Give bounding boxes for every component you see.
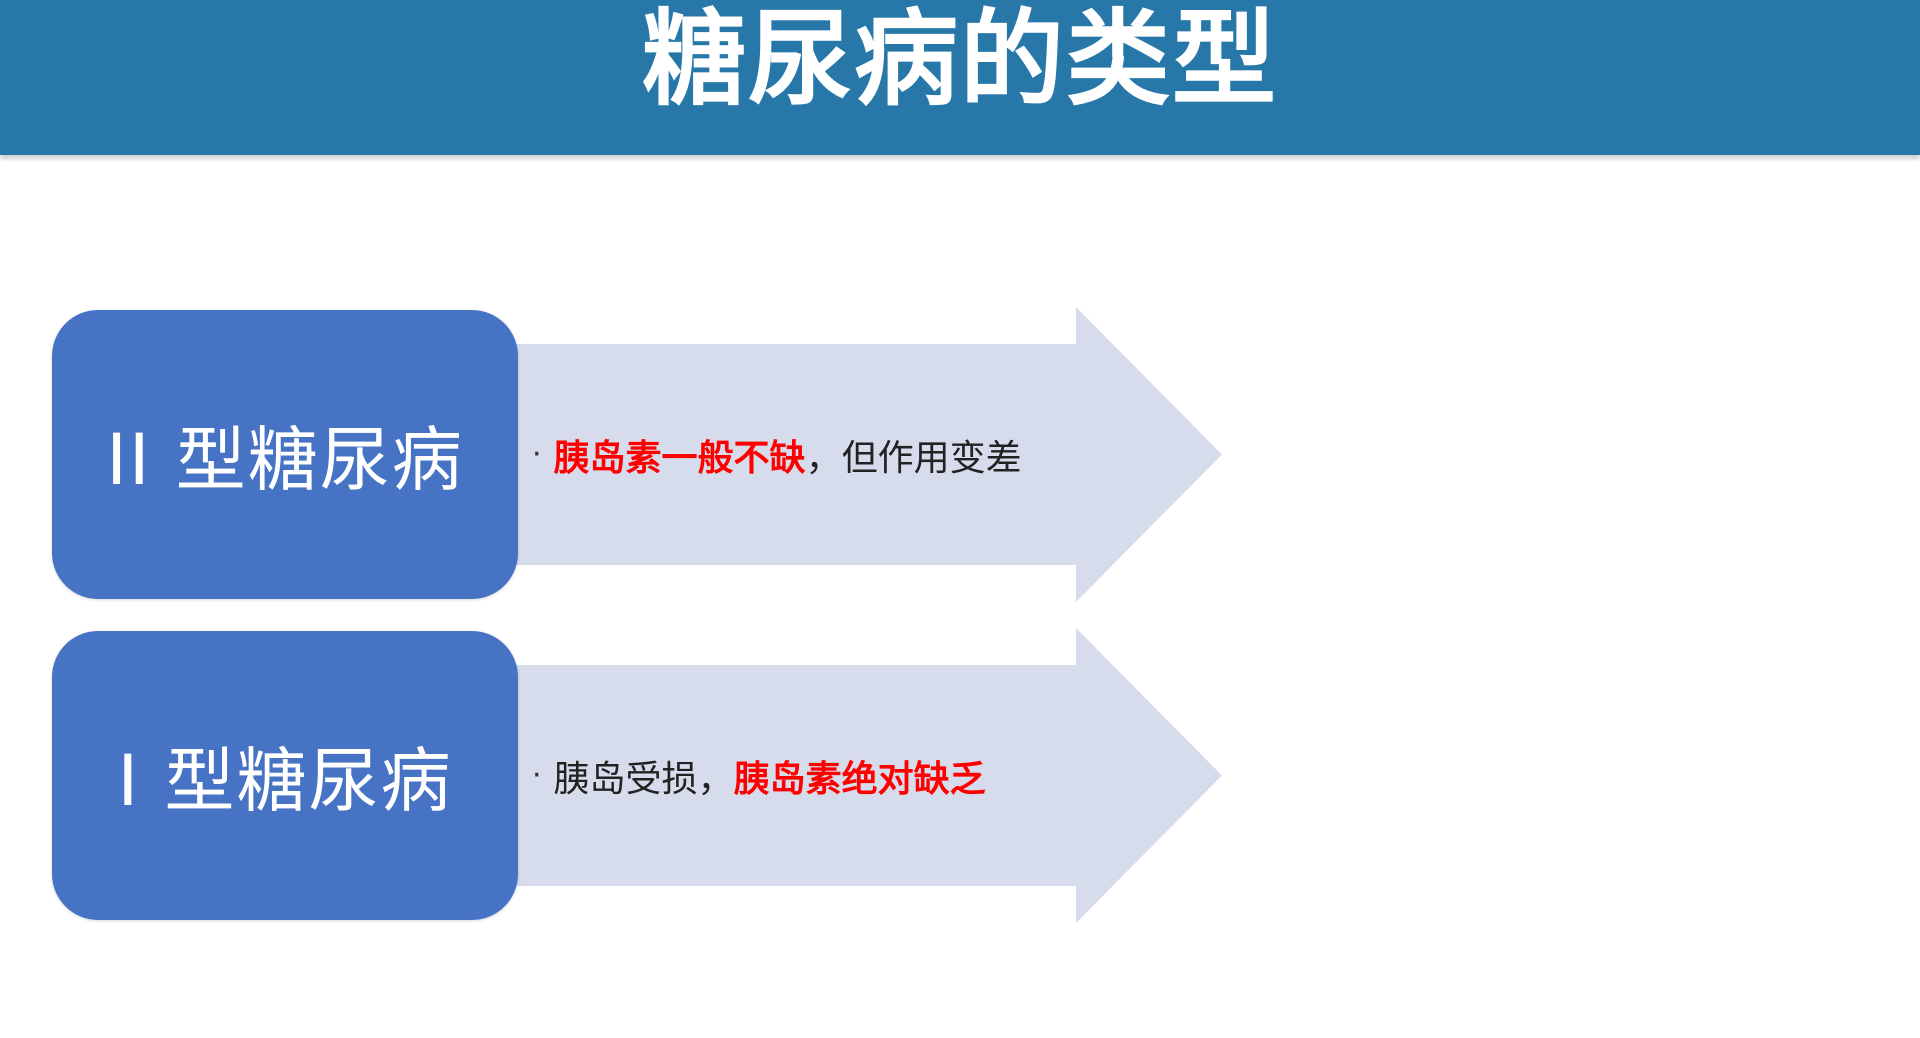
arrow-shape bbox=[500, 628, 1222, 923]
slide-title: 糖尿病的类型 bbox=[641, 0, 1278, 120]
bullet-dot-icon: · bbox=[532, 437, 542, 472]
type-1-label: I 型糖尿病 bbox=[117, 740, 453, 822]
type-1-description: · 胰岛受损， 胰岛素绝对缺乏 bbox=[532, 628, 986, 923]
type-1-box: I 型糖尿病 bbox=[52, 631, 518, 920]
arrow-shape bbox=[500, 307, 1222, 602]
type-1-plain-text: 胰岛受损， bbox=[553, 758, 734, 800]
type-2-label: II 型糖尿病 bbox=[106, 419, 464, 501]
type-2-highlight-text: 胰岛素一般不缺 bbox=[553, 437, 806, 479]
type-2-box: II 型糖尿病 bbox=[52, 310, 518, 599]
type-2-plain-text: ，但作用变差 bbox=[805, 437, 1022, 479]
type-1-row: I 型糖尿病 · 胰岛受损， 胰岛素绝对缺乏 bbox=[0, 628, 1920, 923]
bullet-dot-icon: · bbox=[532, 758, 542, 793]
title-bar bbox=[0, 0, 1920, 155]
type-2-row: II 型糖尿病 · 胰岛素一般不缺 ，但作用变差 bbox=[0, 307, 1920, 602]
type-1-highlight-text: 胰岛素绝对缺乏 bbox=[733, 758, 986, 800]
type-2-description: · 胰岛素一般不缺 ，但作用变差 bbox=[532, 307, 1022, 602]
